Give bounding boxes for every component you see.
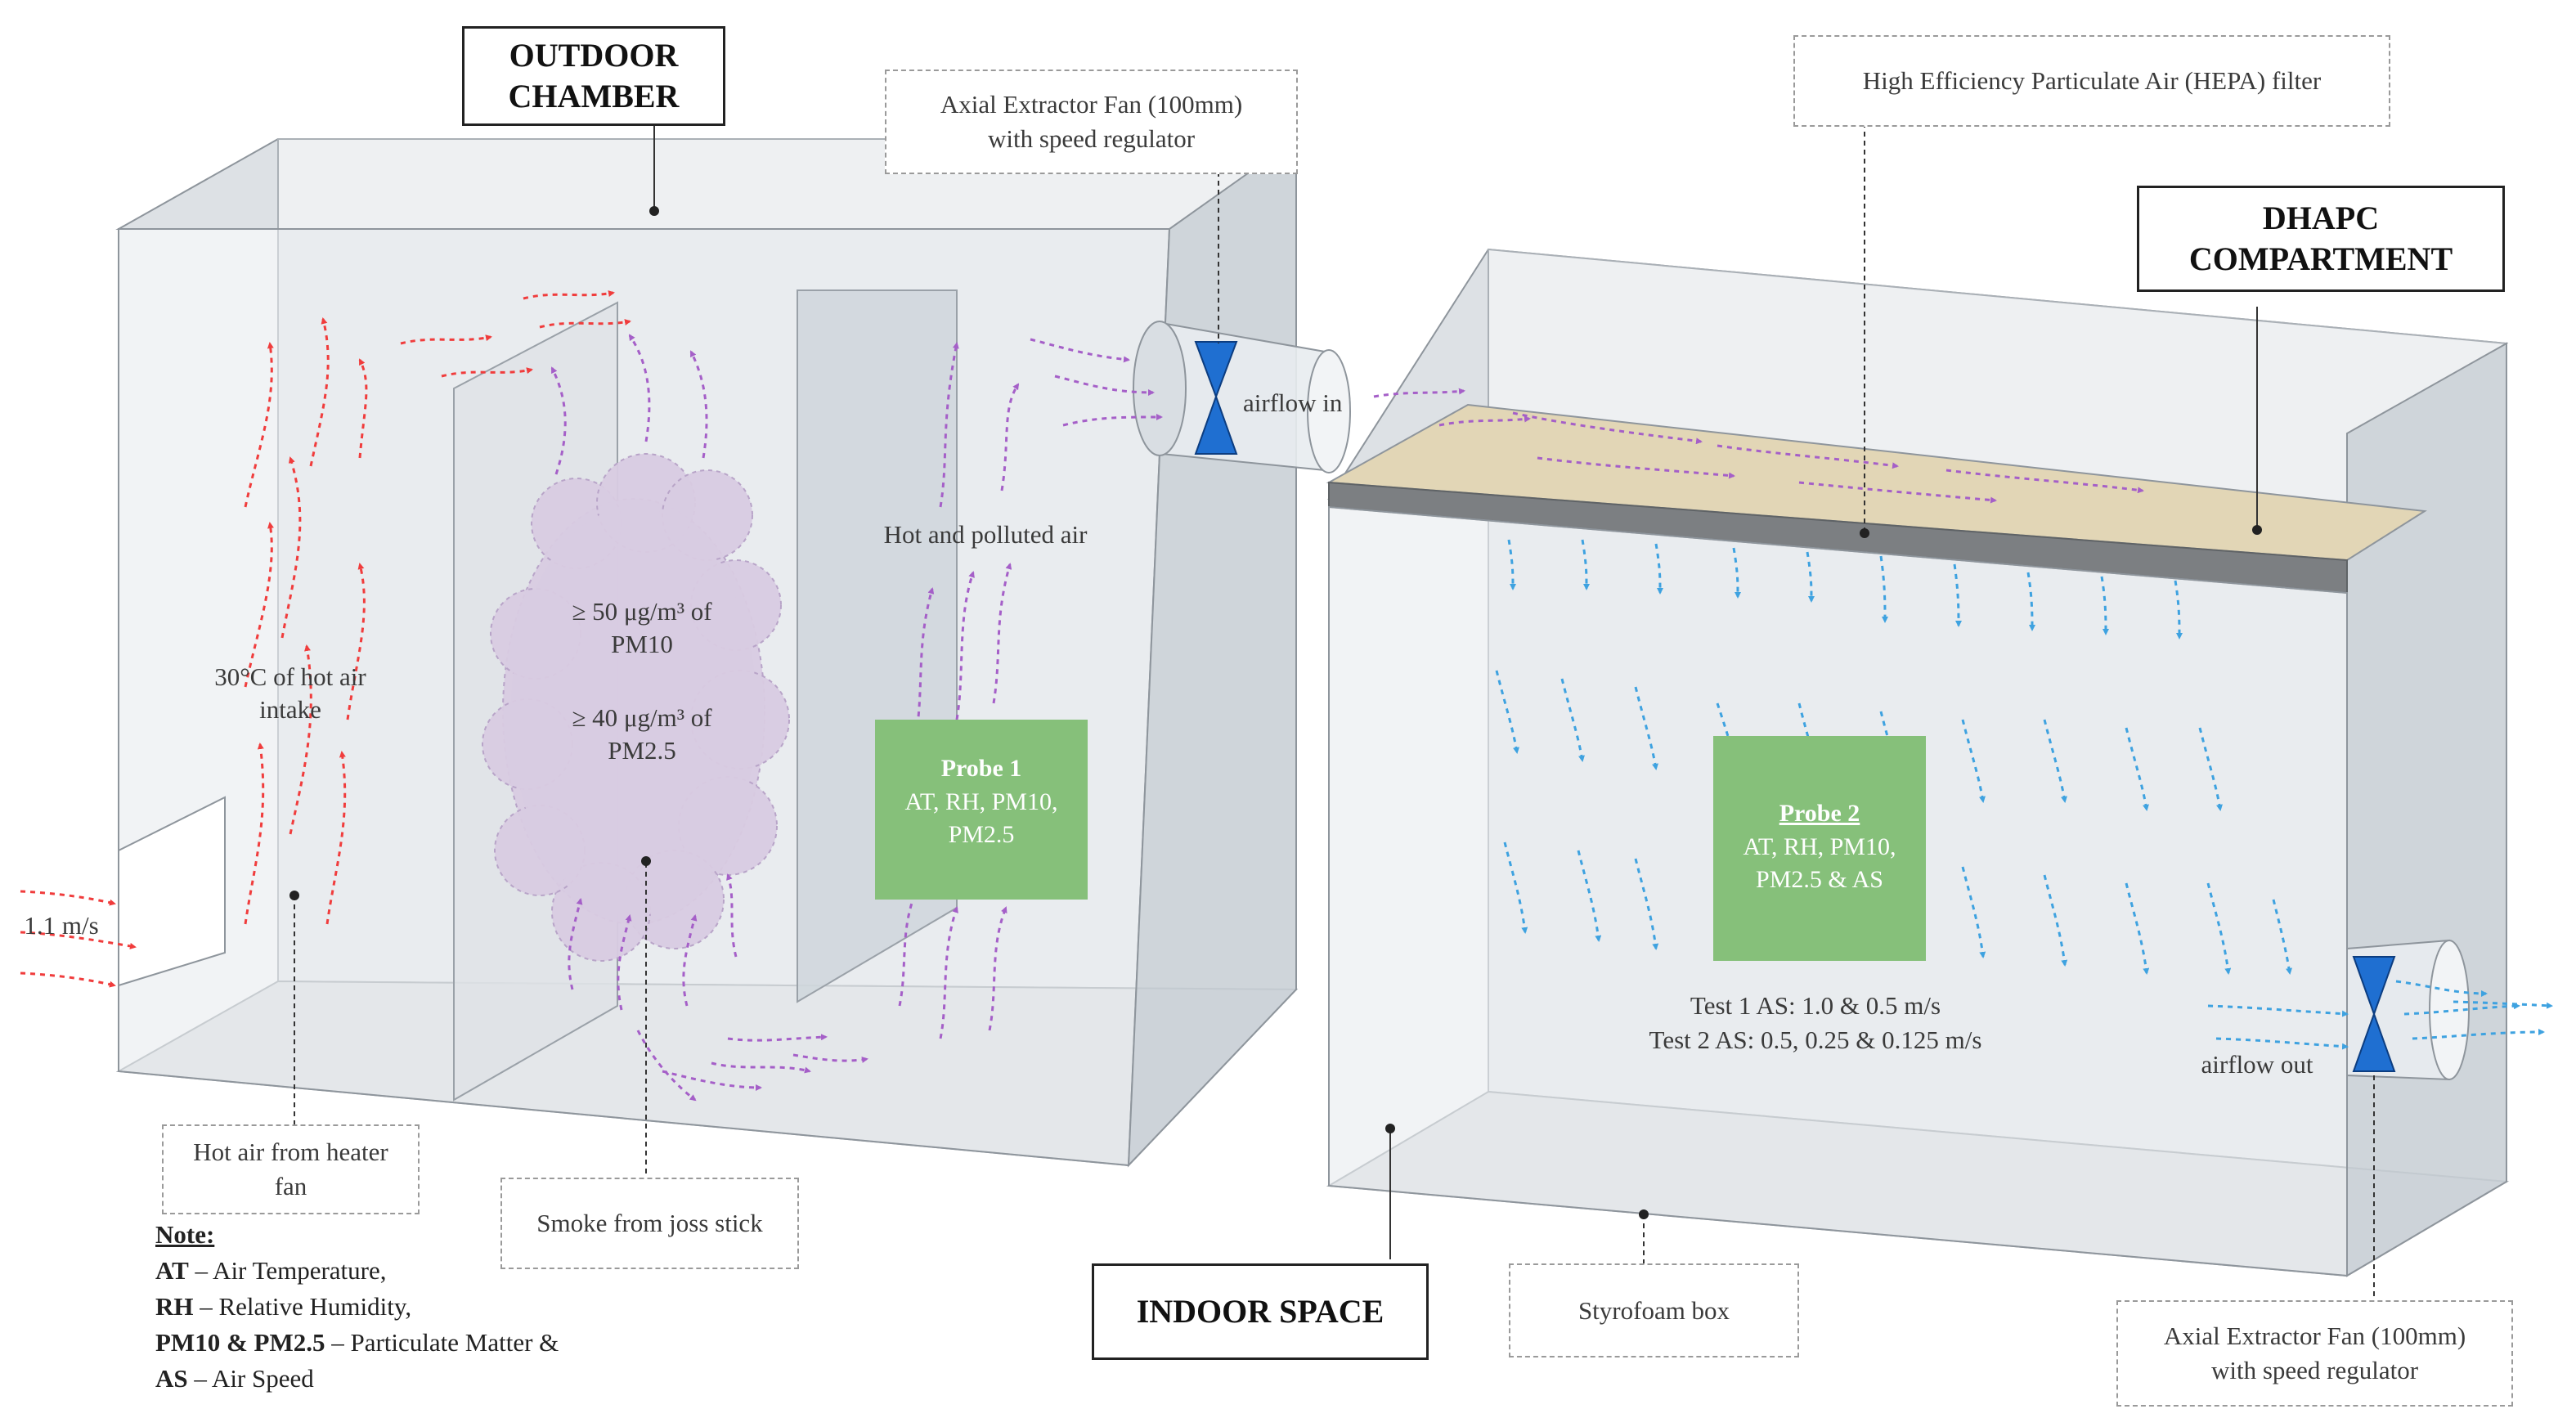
note-desc-pm: – Particulate Matter & [325, 1328, 559, 1357]
note-desc-at: – Air Temperature, [188, 1256, 387, 1286]
probe-2-text: AT, RH, PM10, PM2.5 & AS [1743, 832, 1896, 894]
note-abbr-rh: RH [155, 1292, 194, 1322]
axial-fan-bottom-text: Axial Extractor Fan (100mm) with speed r… [2163, 1322, 2466, 1384]
axial-fan-bottom-label: Axial Extractor Fan (100mm) with speed r… [2116, 1300, 2513, 1407]
smoke-joss-text: Smoke from joss stick [536, 1209, 763, 1238]
axial-fan-icon [1194, 341, 1238, 455]
note-abbr-at: AT [155, 1256, 189, 1286]
pm10-label: ≥ 50 μg/m³ of PM10 [572, 597, 712, 659]
indoor-space-text: INDOOR SPACE [1136, 1293, 1384, 1330]
hot-air-intake-label: 30°C of hot air intake [214, 662, 366, 725]
duct-start [1133, 321, 1187, 456]
inlet-speed-label: 1.1 m/s [24, 911, 99, 940]
note-heading: Note: [155, 1220, 215, 1249]
axial-fan-icon [2352, 956, 2396, 1072]
leader-dots [289, 206, 2262, 1219]
hot-air-arrows [20, 290, 631, 988]
pm25-label: ≥ 40 μg/m³ of PM2.5 [572, 703, 712, 765]
styrofoam-box-text: Styrofoam box [1577, 1295, 1730, 1325]
hot-air-heater-text: Hot air from heater fan [193, 1138, 388, 1200]
dhapc-compartment-label: DHAPC COMPARTMENT [2137, 186, 2505, 292]
indoor-space-label: INDOOR SPACE [1092, 1263, 1429, 1360]
note-desc-rh: – Relative Humidity, [193, 1292, 412, 1322]
probe-2-title: Probe 2 [1779, 800, 1860, 827]
probe-2: Probe 2 AT, RH, PM10, PM2.5 & AS [1713, 736, 1926, 961]
note-item-pm: PM10 & PM2.5 – Particulate Matter & [155, 1325, 728, 1361]
note-abbr-as: AS [155, 1364, 188, 1393]
inlet-opening [118, 796, 226, 987]
outlet-duct-end [2429, 940, 2470, 1080]
airflow-out-label: airflow out [2201, 1050, 2313, 1079]
axial-fan-top-text: Axial Extractor Fan (100mm) with speed r… [940, 90, 1243, 153]
test2-label: Test 2 AS: 0.5, 0.25 & 0.125 m/s [1649, 1025, 1982, 1054]
dhapc-compartment-text: DHAPC COMPARTMENT [2188, 200, 2453, 277]
duct-end [1307, 349, 1351, 473]
note-item-as: AS – Air Speed [155, 1361, 728, 1397]
hepa-filter-label: High Efficiency Particulate Air (HEPA) f… [1793, 35, 2390, 127]
test1-label: Test 1 AS: 1.0 & 0.5 m/s [1690, 991, 1941, 1020]
hepa-filter-text: High Efficiency Particulate Air (HEPA) f… [1862, 66, 2322, 96]
note-block: Note: AT – Air Temperature, RH – Relativ… [155, 1217, 728, 1397]
note-item-rh: RH – Relative Humidity, [155, 1289, 728, 1325]
smoke-cloud [482, 453, 790, 962]
note-item-at: AT – Air Temperature, [155, 1253, 728, 1289]
indoor-right-face [2346, 342, 2507, 1277]
polluted-air-arrows [550, 334, 2144, 1102]
note-desc-as: – Air Speed [187, 1364, 314, 1393]
hot-air-heater-label: Hot air from heater fan [162, 1124, 420, 1214]
outdoor-chamber-text: OUTDOOR CHAMBER [508, 37, 680, 114]
probe-1-title: Probe 1 [940, 755, 1022, 782]
airflow-in-label: airflow in [1243, 388, 1343, 417]
axial-fan-top-label: Axial Extractor Fan (100mm) with speed r… [885, 70, 1298, 174]
outdoor-chamber-label: OUTDOOR CHAMBER [462, 26, 725, 126]
styrofoam-box-label: Styrofoam box [1509, 1263, 1799, 1357]
leader-lines [294, 123, 2375, 1300]
probe-1-text: AT, RH, PM10, PM2.5 [904, 788, 1058, 849]
note-abbr-pm: PM10 & PM2.5 [155, 1328, 325, 1357]
hot-polluted-label: Hot and polluted air [883, 520, 1088, 549]
smoke-joss-label: Smoke from joss stick [500, 1178, 799, 1269]
probe-1: Probe 1 AT, RH, PM10, PM2.5 [875, 720, 1088, 900]
clean-air-arrows [1495, 539, 2553, 1050]
